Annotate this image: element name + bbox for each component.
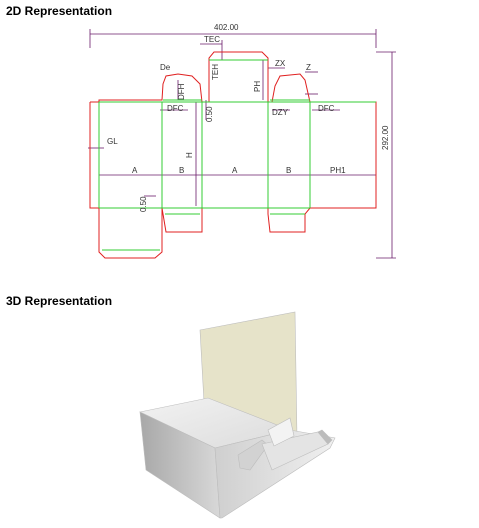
dim-small-50-top: 0.50 bbox=[205, 106, 214, 122]
dim-z: Z bbox=[306, 63, 311, 72]
box-left-side bbox=[139, 411, 221, 519]
dim-tec: TEC bbox=[204, 35, 220, 44]
dim-h: H bbox=[185, 152, 194, 158]
box-3d bbox=[139, 311, 336, 519]
dim-a-right: A bbox=[232, 166, 238, 175]
dim-dfc-right: DFC bbox=[318, 104, 335, 113]
box-back-panel bbox=[199, 311, 298, 439]
dim-ph1: PH1 bbox=[330, 166, 346, 175]
dim-dfh: DFH bbox=[177, 83, 186, 100]
dim-de: De bbox=[160, 63, 171, 72]
dim-a-left: A bbox=[132, 166, 138, 175]
dieline-diagram: 402.00 292.00 TEC TEH PH ZX Z De DFH DFC… bbox=[88, 23, 396, 259]
dimension-lines bbox=[88, 29, 396, 259]
dim-overall-height: 292.00 bbox=[381, 125, 390, 150]
section-title-2d: 2D Representation bbox=[6, 4, 113, 18]
box-front-panel bbox=[214, 429, 336, 519]
dim-small-50-bottom: 0.50 bbox=[139, 196, 148, 212]
cut-lines bbox=[89, 51, 377, 259]
box-lid bbox=[139, 397, 292, 449]
dim-dzy: DZY bbox=[272, 108, 289, 117]
dim-overall-width: 402.00 bbox=[214, 23, 239, 32]
dim-teh: TEH bbox=[211, 64, 220, 80]
dim-ph: PH bbox=[253, 81, 262, 92]
dim-gl: GL bbox=[107, 137, 118, 146]
dim-dfc-left: DFC bbox=[167, 104, 184, 113]
box-tuck-flap-left bbox=[237, 439, 269, 471]
dim-zx: ZX bbox=[275, 59, 286, 68]
box-tuck-flap-right bbox=[261, 431, 329, 471]
section-title-3d: 3D Representation bbox=[6, 294, 113, 308]
dim-b-left: B bbox=[179, 166, 184, 175]
crease-lines bbox=[98, 59, 376, 251]
dim-b-right: B bbox=[286, 166, 291, 175]
